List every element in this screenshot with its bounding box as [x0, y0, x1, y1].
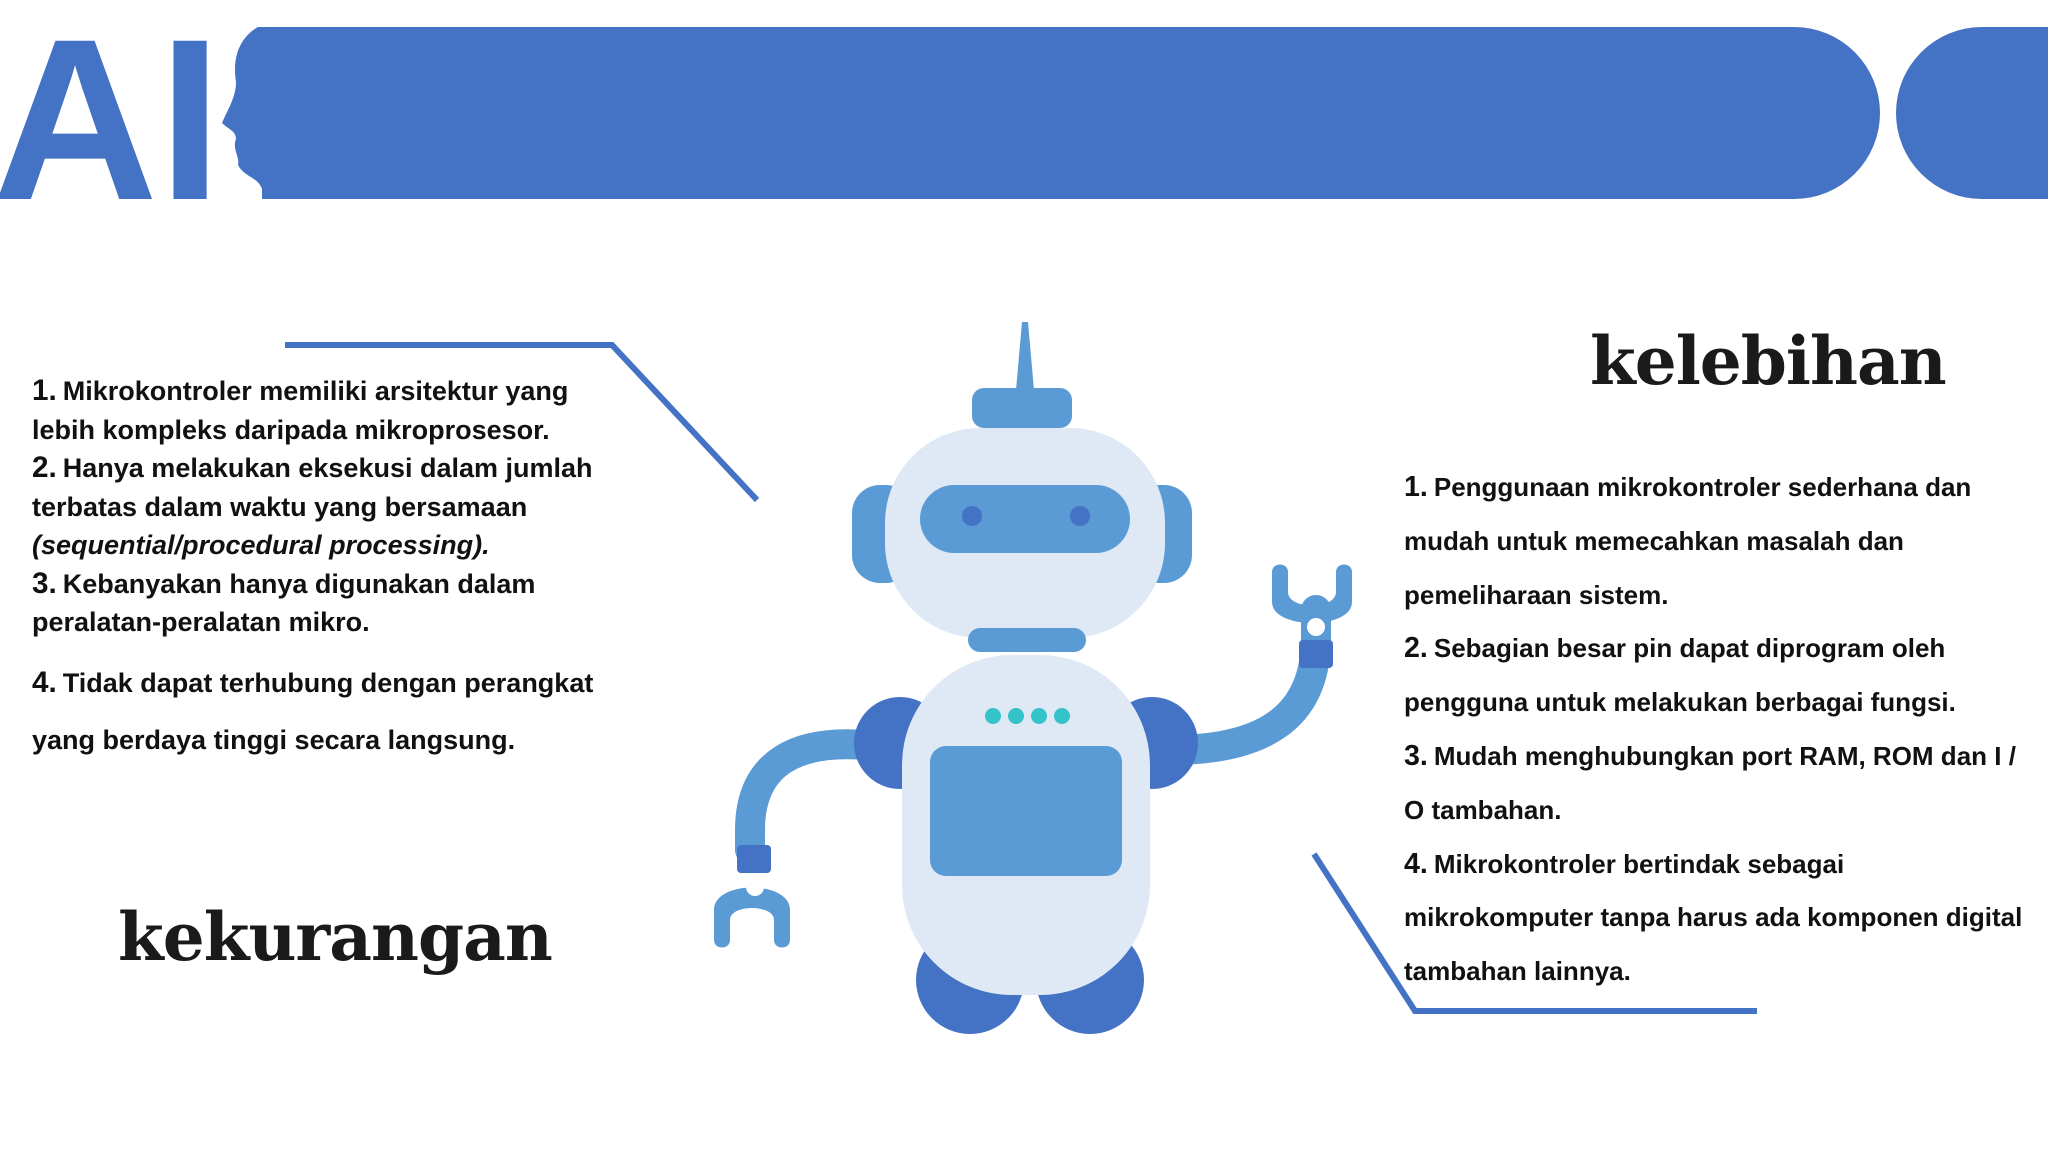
robot-chest-panel	[930, 746, 1122, 876]
kelebihan-list: 1.Penggunaan mikrokontroler sederhana da…	[1404, 461, 2044, 999]
robot-visor	[920, 485, 1130, 553]
list-item: 4.Tidak dapat terhubung dengan perangkat…	[32, 665, 594, 755]
robot-status-dot	[1008, 708, 1024, 724]
robot-left-gripper-joint	[746, 878, 764, 896]
left-callout-line	[285, 342, 760, 503]
robot-right-eye	[1070, 506, 1090, 526]
kelebihan-heading: kelebihan	[1590, 322, 1947, 400]
list-item: 4.Mikrokontroler bertindak sebagai mikro…	[1404, 847, 2023, 987]
robot-left-gripper	[714, 887, 790, 948]
robot-right-gripper	[1272, 564, 1352, 623]
ai-logo: AI	[0, 27, 290, 199]
kekurangan-list: 1.Mikrokontroler memiliki arsitektur yan…	[32, 372, 662, 769]
right-callout-line	[1311, 852, 1757, 1014]
list-item: 1.Mikrokontroler memiliki arsitektur yan…	[32, 374, 569, 445]
robot-neck	[968, 628, 1086, 652]
list-item: 1.Penggunaan mikrokontroler sederhana da…	[1404, 471, 1972, 610]
robot-left-wrist	[737, 845, 771, 873]
robot-right-wrist	[1299, 640, 1333, 668]
header-banner-cap	[1896, 27, 2048, 199]
list-item: 2.Sebagian besar pin dapat diprogram ole…	[1404, 632, 1956, 718]
header-banner	[0, 27, 1880, 199]
robot-left-arm	[735, 729, 880, 865]
robot-status-dot	[1031, 708, 1047, 724]
robot-status-dot	[985, 708, 1001, 724]
list-item: 3.Mudah menghubungkan port RAM, ROM dan …	[1404, 739, 2016, 825]
robot-status-dot	[1054, 708, 1070, 724]
robot-left-eye	[962, 506, 982, 526]
robot-right-gripper-joint	[1307, 618, 1325, 636]
list-item: 2.Hanya melakukan eksekusi dalam jumlah …	[32, 451, 593, 560]
robot-illustration	[714, 322, 1352, 1034]
robot-antenna-base	[972, 388, 1072, 428]
robot-antenna	[1016, 322, 1034, 390]
kekurangan-heading: kekurangan	[118, 898, 553, 976]
logo-text: AI	[0, 27, 222, 199]
list-item: 3.Kebanyakan hanya digunakan dalam peral…	[32, 566, 536, 638]
head-silhouette	[222, 27, 290, 199]
